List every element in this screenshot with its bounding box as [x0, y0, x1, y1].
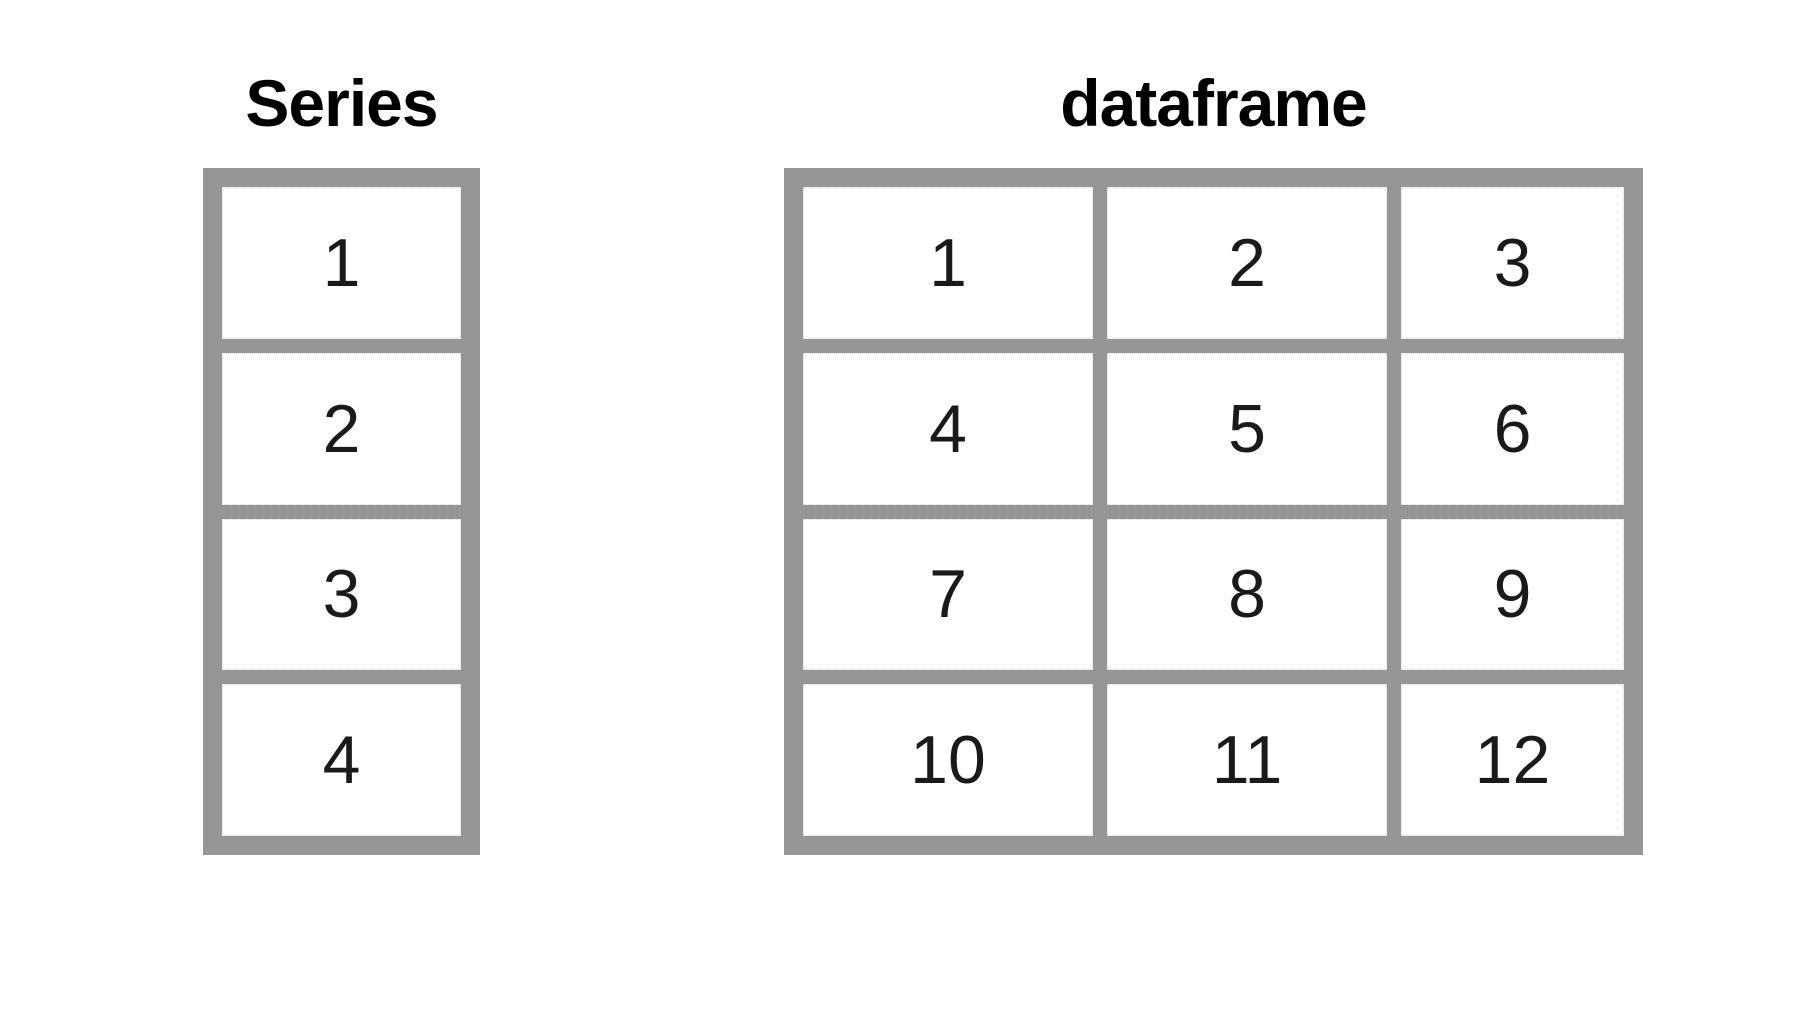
series-cell: 2 — [222, 352, 461, 505]
series-title: Series — [245, 66, 438, 140]
dataframe-title: dataframe — [1060, 66, 1367, 140]
dataframe-cell: 3 — [1401, 187, 1624, 339]
dataframe-cell: 9 — [1401, 518, 1624, 671]
dataframe-cell: 1 — [803, 187, 1093, 339]
dataframe-table: 1 2 3 4 5 6 7 8 9 10 11 12 — [784, 168, 1643, 855]
dataframe-cell: 11 — [1107, 684, 1387, 836]
dataframe-cell: 8 — [1107, 518, 1387, 671]
dataframe-cell: 4 — [803, 352, 1093, 505]
dataframe-cell: 5 — [1107, 352, 1387, 505]
dataframe-cell: 10 — [803, 684, 1093, 836]
series-cell: 3 — [222, 518, 461, 671]
series-cell: 4 — [222, 684, 461, 836]
series-cell: 1 — [222, 187, 461, 339]
dataframe-cell: 2 — [1107, 187, 1387, 339]
dataframe-cell: 7 — [803, 518, 1093, 671]
dataframe-cell: 12 — [1401, 684, 1624, 836]
dataframe-cell: 6 — [1401, 352, 1624, 505]
series-table: 1 2 3 4 — [203, 168, 480, 855]
